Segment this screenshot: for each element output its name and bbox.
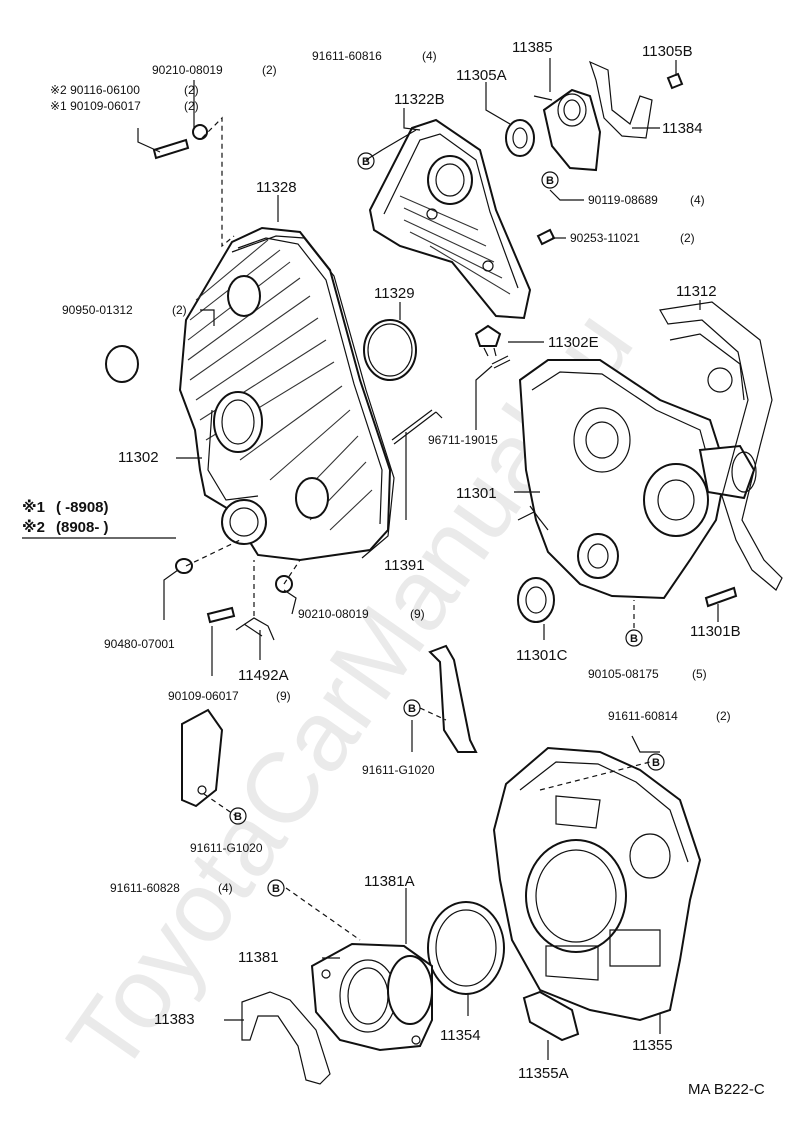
gasket-11383 [241,991,331,1085]
code-91611-60814: 91611-60814 [608,709,678,723]
bracket-lower-left [181,708,224,808]
label-11322B: 11322B [394,91,445,108]
label-11312: 11312 [676,283,717,300]
label-11301: 11301 [456,485,497,502]
code-90109-06017-2: ※1 90109-06017 [50,99,141,113]
label-11301B: 11301B [690,623,741,640]
code-90105-08175: 90105-08175 [588,667,659,681]
label-11305A: 11305A [456,67,507,84]
oil-seal-11354 [427,901,505,995]
bolt-ref-b: B [362,156,370,168]
bolt-11391 [391,409,443,520]
applicability-notes: ※1 ( -8908) ※2 (8908- ) [22,498,176,539]
housing-11385 [533,88,602,172]
stud-90253-11021 [536,228,556,246]
timing-gear-case-11301 [517,359,757,600]
qty-90253-11021: (2) [680,231,695,245]
bolt-ref-b: B [272,883,280,895]
part-labels: 11305B 11385 11305A 11384 11322B 11328 1… [118,39,741,1082]
label-11305B: 11305B [642,43,693,60]
label-11385: 11385 [512,39,553,56]
qty-91611-60814: (2) [716,709,731,723]
label-11355: 11355 [632,1037,673,1054]
bracket-upper-mid [428,644,478,753]
timing-cover-11322B [368,118,532,320]
bolt-ref-markers: B B B B B B B [229,152,665,897]
qty-90116-06100: (2) [184,83,199,97]
label-11384: 11384 [662,120,703,137]
timing-belt-cover-11302 [178,226,395,562]
bolt-90109-06017-bottom [206,606,236,624]
qty-91611-60816: (4) [422,49,437,63]
qty-90950-01312: (2) [172,303,187,317]
bolt-ref-b: B [652,757,660,769]
qty-90210-08019-2: (2) [262,63,277,77]
code-90119-08689: 90119-08689 [588,193,658,207]
label-11354: 11354 [440,1027,481,1044]
leader-lines [137,58,719,1060]
o-ring-11329 [363,319,417,381]
bolt-ref-b: B [408,703,416,715]
oil-seal-11305A [505,119,535,157]
label-11492A: 11492A [238,667,289,684]
code-91611-60828: 91611-60828 [110,881,180,895]
bolt-ref-b: B [630,633,638,645]
oil-seal-retainer-11381 [310,942,433,1052]
label-11381: 11381 [238,949,279,966]
label-11301C: 11301C [516,647,568,664]
end-plate-11355 [492,746,702,1022]
bolt-90109-06017-top [152,124,208,160]
code-91611-G1020-a: 91611-G1020 [362,763,435,777]
label-11328: 11328 [256,179,297,196]
bolt-ref-b: B [546,175,554,187]
pin-96711-19015 [491,355,511,369]
plug-11305B [666,72,684,90]
label-11383: 11383 [154,1011,195,1028]
qty-90105-08175: (5) [692,667,707,681]
note-2-range: (8908- ) [56,519,109,536]
stud-11301B [704,586,738,608]
cover-11355A [522,990,580,1042]
code-96711-19015: 96711-19015 [428,433,498,447]
cap-90950-01312 [105,345,139,383]
label-11302: 11302 [118,449,159,466]
code-90116-06100: ※2 90116-06100 [50,83,140,97]
washer-90480-07001 [175,558,193,574]
qty-90119-08689: (4) [690,193,705,207]
bolt-ref-b: B [234,811,242,823]
note-1-mark: ※1 [22,498,45,516]
note-2-mark: ※2 [22,518,45,536]
oil-seal-11301C [517,577,555,623]
code-90950-01312: 90950-01312 [62,303,133,317]
label-11355A: 11355A [518,1065,569,1082]
label-11381A: 11381A [364,873,415,890]
code-90210-08019-2: 90210-08019 [152,63,223,77]
label-11302E: 11302E [548,334,599,351]
qty-90210-08019-9: (9) [410,607,425,621]
code-91611-G1020-b: 91611-G1020 [190,841,263,855]
code-90109-06017-9: 90109-06017 [168,689,239,703]
gasket-11384 [589,60,653,139]
gasket-11312 [659,301,783,591]
code-90210-08019-9: 90210-08019 [298,607,369,621]
qty-91611-60828: (4) [218,881,233,895]
bracket-11492A [235,617,275,641]
label-11391: 11391 [384,557,425,574]
qty-90109-06017-2: (2) [184,99,199,113]
reference-code: MA B222-C [688,1081,765,1098]
plug-11302E [474,324,502,357]
code-90480-07001: 90480-07001 [104,637,175,651]
hardware-codes: 90210-08019 (2) ※2 90116-06100 (2) ※1 90… [50,49,731,895]
code-91611-60816: 91611-60816 [312,49,382,63]
note-1-range: ( -8908) [56,499,109,516]
qty-90109-06017-9: (9) [276,689,291,703]
label-11329: 11329 [374,285,415,302]
code-90253-11021: 90253-11021 [570,231,640,245]
